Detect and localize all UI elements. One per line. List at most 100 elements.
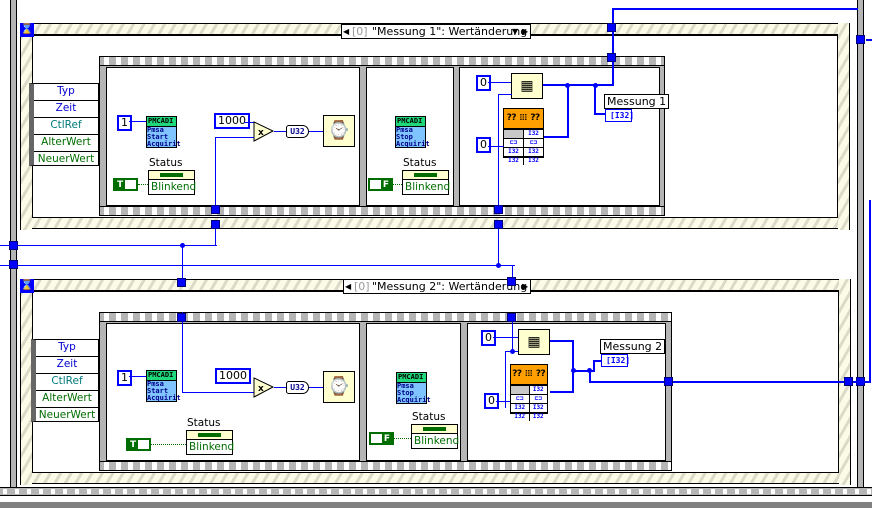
- pmca-start-subvi[interactable]: PMCADI Pmsa Start Acquirit: [146, 370, 181, 402]
- hourglass-icon[interactable]: ⌛: [20, 23, 34, 37]
- cell: I32: [511, 403, 530, 412]
- wire: [550, 340, 573, 342]
- subvi-title: PMCADI: [147, 371, 176, 381]
- build-array-icon[interactable]: ▦: [511, 73, 543, 99]
- case-selector-2[interactable]: ◀ [0] "Messung 2": Wertänderung ▶: [343, 279, 531, 294]
- event-field-alterwert[interactable]: AlterWert: [34, 135, 98, 152]
- selector-prev-icon[interactable]: ◀: [343, 27, 350, 36]
- subvi-line: Pmsa: [147, 380, 164, 388]
- subvi-line: Pmsa: [147, 126, 164, 134]
- event-field-alterwert[interactable]: AlterWert: [36, 391, 98, 408]
- multiply-node[interactable]: x: [253, 121, 275, 142]
- subvi-line: Start: [147, 387, 169, 395]
- pmca-start-subvi[interactable]: PMCADI Pmsa Start Acquirit: [146, 116, 181, 148]
- cell: ⊏⊐: [529, 394, 547, 403]
- to-u32-node[interactable]: U32: [286, 125, 309, 138]
- cluster-header: ⁇ 𝍖 ⁇: [511, 365, 547, 385]
- pmca-stop-subvi[interactable]: PMCADI Pmsa Stop Acquirit: [396, 372, 431, 404]
- status-property-node[interactable]: Blinkend: [411, 424, 460, 449]
- bool-value: F: [381, 434, 392, 444]
- indicator-messung-1[interactable]: [I32]: [605, 109, 634, 122]
- selector-next-icon[interactable]: ▶: [522, 27, 529, 36]
- case-selector-1[interactable]: ◀ [0] "Messung 1": Wertänderung ▼ ▶: [341, 24, 531, 39]
- wire: [550, 391, 574, 393]
- tunnel: [494, 220, 503, 229]
- subvi-line: Acquirit: [147, 140, 181, 148]
- boolean-constant-true[interactable]: T: [113, 178, 138, 191]
- selector-next-icon[interactable]: ▶: [522, 282, 529, 291]
- wire: [505, 351, 518, 352]
- status-value: Blinkend: [405, 181, 451, 193]
- multiply-node[interactable]: x: [253, 377, 275, 398]
- indicator-label-messung-1: Messung 1: [604, 94, 670, 109]
- to-u32-node[interactable]: U32: [286, 381, 309, 394]
- boolean-constant-false[interactable]: F: [368, 178, 393, 191]
- status-value: Blinkend: [414, 435, 460, 447]
- wristwatch-icon[interactable]: ⌚: [323, 371, 355, 403]
- subvi-line: Acquirit: [396, 140, 430, 148]
- tunnel: [211, 220, 220, 229]
- status-property-node[interactable]: Blinkend: [186, 430, 234, 455]
- event-field-typ[interactable]: Typ: [34, 84, 98, 101]
- numeric-constant-0[interactable]: 0: [476, 75, 491, 91]
- subvi-line: Acquirit: [147, 394, 181, 402]
- indicator-messung-2[interactable]: [I32]: [601, 354, 630, 367]
- event-field-zeit[interactable]: Zeit: [34, 101, 98, 118]
- cell: I32: [504, 147, 524, 156]
- tunnel: [607, 23, 616, 32]
- build-array-icon[interactable]: ▦: [518, 329, 550, 355]
- pmca-stop-subvi[interactable]: PMCADI Pmsa Stop Acquirit: [395, 116, 430, 148]
- numeric-constant-1[interactable]: 1: [117, 370, 132, 386]
- event-field-zeit[interactable]: Zeit: [36, 357, 98, 374]
- boolean-constant-true[interactable]: T: [126, 438, 151, 451]
- wire: [488, 146, 504, 147]
- cell: [511, 385, 530, 394]
- boolean-constant-false[interactable]: F: [369, 432, 394, 445]
- event-field-neuerwert[interactable]: NeuerWert: [37, 153, 95, 165]
- wristwatch-icon[interactable]: ⌚: [323, 115, 355, 147]
- wire-top-vertical: [612, 8, 614, 30]
- event-structure-2-bottom-border: [20, 472, 851, 484]
- film-top-1: [100, 57, 664, 66]
- numeric-constant-0b[interactable]: 0: [476, 137, 491, 153]
- status-property-node[interactable]: Blinkend: [148, 170, 197, 195]
- film-bottom-1: [100, 206, 664, 215]
- event-field-typ[interactable]: Typ: [36, 340, 98, 357]
- status-property-node[interactable]: Blinkend: [402, 170, 451, 195]
- status-label: Status: [412, 411, 446, 423]
- cell: I32: [529, 403, 547, 412]
- tunnel: [607, 53, 616, 62]
- event-data-node-2: Typ Zeit CtlRef AlterWert NeuerWert: [31, 339, 99, 422]
- wire: [593, 360, 601, 362]
- event-field-ctlref[interactable]: CtlRef: [34, 118, 98, 135]
- hourglass-icon[interactable]: ⌛: [20, 279, 34, 293]
- wire: [274, 387, 286, 388]
- wire: [129, 376, 146, 377]
- subvi-line: Pmsa: [397, 382, 414, 390]
- wire: [498, 94, 512, 95]
- tunnel: [494, 205, 503, 214]
- numeric-constant-0[interactable]: 0: [481, 330, 496, 346]
- numeric-constant-1000[interactable]: 1000: [215, 368, 251, 384]
- wire: [182, 312, 183, 393]
- event-field-neuerwert[interactable]: NeuerWert: [38, 409, 96, 421]
- status-value: Blinkend: [151, 181, 197, 193]
- wire-shift-2: [0, 265, 515, 266]
- subvi-line: Pmsa: [396, 126, 413, 134]
- event-field-ctlref[interactable]: CtlRef: [36, 374, 98, 391]
- selector-dropdown-icon[interactable]: ▼: [512, 27, 519, 36]
- cluster-row: I32: [504, 129, 543, 138]
- cluster-header: ⁇ 𝍖 ⁇: [504, 109, 543, 129]
- selector-prev-icon[interactable]: ◀: [345, 282, 352, 291]
- subvi-title: PMCADI: [396, 117, 425, 127]
- numeric-constant-1[interactable]: 1: [117, 115, 132, 131]
- numeric-constant-1000[interactable]: 1000: [214, 113, 250, 129]
- event-structure-1-bottom-border: [20, 217, 850, 229]
- right-rail-tunnel-1: [856, 35, 865, 44]
- bool-wire: [151, 444, 186, 445]
- status-header: [149, 171, 194, 180]
- wire-shift-1: [0, 245, 217, 246]
